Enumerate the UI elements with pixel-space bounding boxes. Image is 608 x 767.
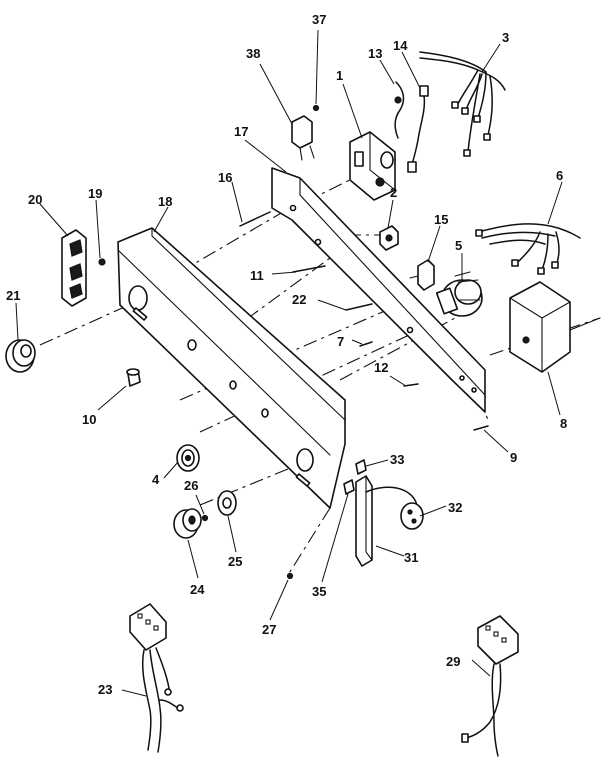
knob-21 bbox=[5, 339, 36, 373]
spacer-10 bbox=[126, 368, 141, 387]
callout-9: 9 bbox=[510, 450, 517, 465]
wire-harness-6 bbox=[475, 223, 581, 275]
callout-7: 7 bbox=[337, 334, 344, 349]
knob-24 bbox=[173, 508, 202, 539]
callout-2: 2 bbox=[390, 185, 397, 200]
screw-12 bbox=[403, 383, 419, 387]
callout-21: 21 bbox=[6, 288, 20, 303]
callout-31: 31 bbox=[404, 550, 418, 565]
callout-4: 4 bbox=[152, 472, 160, 487]
callout-23: 23 bbox=[98, 682, 112, 697]
wire-14 bbox=[407, 85, 429, 173]
wire-13 bbox=[394, 81, 405, 139]
panel-hole bbox=[296, 448, 314, 472]
callout-12: 12 bbox=[374, 360, 388, 375]
clip-35 bbox=[343, 479, 355, 495]
console-panel bbox=[117, 227, 346, 509]
callout-26: 26 bbox=[184, 478, 198, 493]
terminal-block-8 bbox=[509, 281, 601, 373]
wire-harness-29 bbox=[461, 615, 519, 757]
screw-9 bbox=[473, 425, 489, 431]
sensor-32 bbox=[400, 502, 424, 530]
callout-35: 35 bbox=[312, 584, 326, 599]
rear-bracket bbox=[271, 167, 486, 413]
callout-27: 27 bbox=[262, 622, 276, 637]
switch-15 bbox=[409, 259, 435, 291]
callout-25: 25 bbox=[228, 554, 242, 569]
relay-38 bbox=[291, 115, 315, 161]
screw-19 bbox=[98, 258, 106, 266]
callout-18: 18 bbox=[158, 194, 172, 209]
panel-slot bbox=[295, 473, 311, 487]
knob-4 bbox=[176, 444, 200, 472]
motor-5 bbox=[435, 271, 483, 317]
clip-33 bbox=[355, 459, 367, 475]
callout-1: 1 bbox=[336, 68, 343, 83]
callout-33: 33 bbox=[390, 452, 404, 467]
callout-29: 29 bbox=[446, 654, 460, 669]
wire-harness-3 bbox=[419, 51, 506, 157]
panel-hole bbox=[128, 285, 148, 311]
callout-10: 10 bbox=[82, 412, 96, 427]
callout-8: 8 bbox=[560, 416, 567, 431]
screw-7 bbox=[359, 341, 373, 347]
callout-24: 24 bbox=[190, 582, 205, 597]
screw-22 bbox=[345, 303, 373, 311]
panel-hole bbox=[187, 339, 197, 351]
panel-slot bbox=[132, 307, 148, 321]
callout-15: 15 bbox=[434, 212, 448, 227]
callout-20: 20 bbox=[28, 192, 42, 207]
callout-13: 13 bbox=[368, 46, 382, 61]
callout-19: 19 bbox=[88, 186, 102, 201]
timer bbox=[349, 131, 396, 201]
screw-11 bbox=[292, 265, 326, 273]
callout-6: 6 bbox=[556, 168, 563, 183]
callout-38: 38 bbox=[246, 46, 260, 61]
leader-lines bbox=[15, 29, 563, 697]
panel-hole bbox=[261, 408, 269, 418]
callout-16: 16 bbox=[218, 170, 232, 185]
callout-5: 5 bbox=[455, 238, 462, 253]
screws bbox=[98, 104, 489, 580]
callout-labels: 1 2 3 4 5 6 7 8 9 10 11 12 13 14 15 16 1… bbox=[6, 12, 567, 697]
callout-3: 3 bbox=[502, 30, 509, 45]
screw-37 bbox=[312, 104, 320, 112]
callout-17: 17 bbox=[234, 124, 248, 139]
wire-harness-23 bbox=[129, 603, 184, 753]
panel-hole bbox=[229, 380, 237, 390]
callout-22: 22 bbox=[292, 292, 306, 307]
callout-32: 32 bbox=[448, 500, 462, 515]
callout-11: 11 bbox=[250, 268, 264, 283]
callout-14: 14 bbox=[393, 38, 408, 53]
screw-16 bbox=[239, 211, 271, 227]
screw-27 bbox=[286, 572, 294, 580]
bracket-clip bbox=[379, 225, 399, 251]
screw-26 bbox=[201, 514, 209, 522]
bracket-20 bbox=[61, 229, 87, 307]
callout-37: 37 bbox=[312, 12, 326, 27]
washer-25 bbox=[217, 490, 237, 516]
